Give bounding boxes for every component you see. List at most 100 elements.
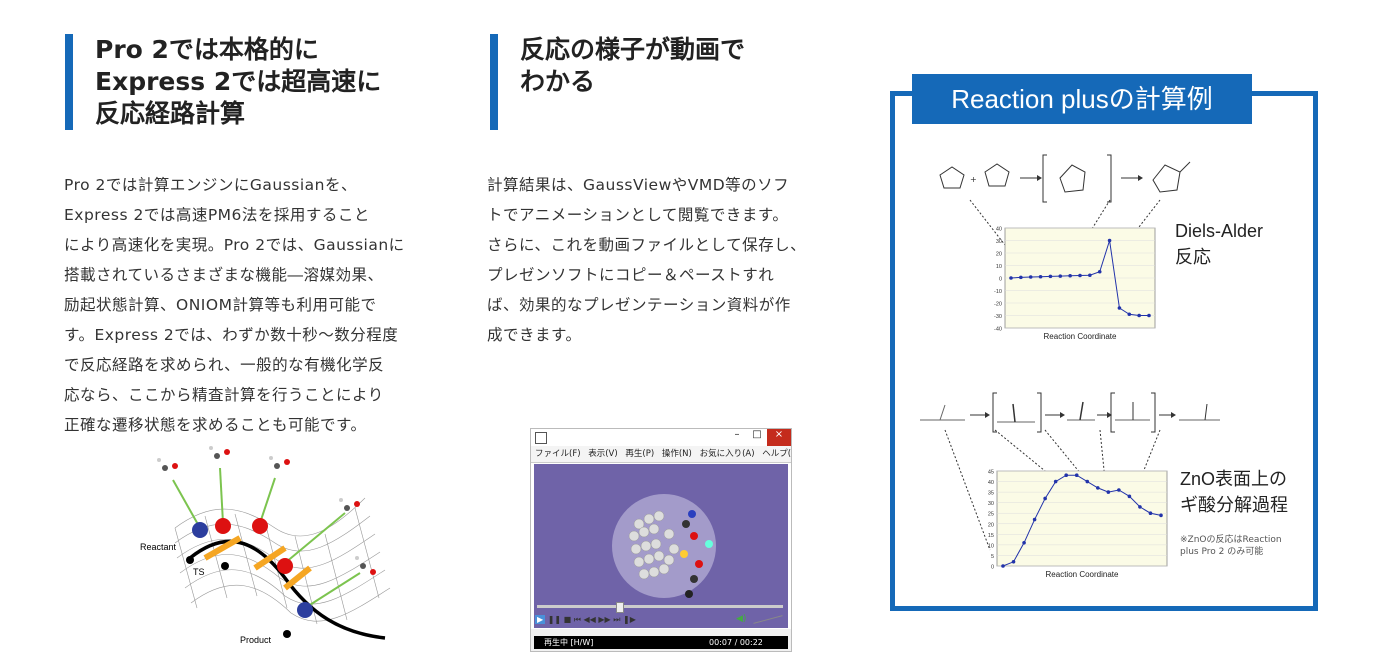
mapping-lines-1: [969, 199, 1161, 246]
zno-scheme: [920, 392, 1220, 433]
arrow: [203, 535, 242, 561]
section-heading-1: Pro 2では本格的に Express 2では超高速に 反応経路計算: [65, 34, 381, 130]
data-point: [1022, 540, 1026, 545]
data-point: [1127, 494, 1132, 499]
skip-back-button[interactable]: ⏮: [573, 615, 581, 624]
data-point: [1078, 273, 1082, 278]
availability-note: ※ZnOの反応はReaction plus Pro 2 のみ可能: [1180, 535, 1282, 557]
body-line: トでアニメーションとして閲覧できます。: [487, 206, 789, 224]
data-point: [1085, 479, 1090, 484]
body-line: 搭載されているさまざまな機能―溶媒効果、: [64, 266, 384, 284]
play-button[interactable]: ▶: [535, 615, 546, 624]
menu-help[interactable]: ヘルプ(H): [762, 449, 791, 459]
x-axis-label: Reaction Coordinate: [1046, 570, 1119, 579]
body-line: さらに、これを動画ファイルとして保存し、: [487, 236, 807, 254]
player-menubar: ファイル(F) 表示(V) 再生(P) 操作(N) お気に入り(A) ヘルプ(H…: [531, 446, 791, 463]
y-tick-label: 35: [988, 491, 994, 497]
molecule-node: [192, 522, 208, 538]
media-player-window: – □ × ファイル(F) 表示(V) 再生(P) 操作(N) お気に入り(A)…: [530, 428, 792, 652]
volume-icon[interactable]: ◀): [736, 614, 747, 624]
data-point: [1159, 513, 1163, 518]
example2-label: ZnO表面上の ギ酸分解過程: [1180, 469, 1288, 515]
data-point: [1127, 312, 1132, 317]
reactant-label: Reactant: [140, 542, 177, 552]
data-point: [1147, 313, 1151, 318]
energy-surface-figure: Reactant TS Product: [140, 446, 391, 645]
product-label: Product: [240, 635, 272, 645]
body-line: 応なら、ここから精査計算を行うことにより: [64, 386, 384, 404]
body-line: す。Express 2では、わずか数十秒～数分程度: [64, 326, 399, 344]
y-tick-label: 0: [999, 277, 1002, 283]
arrow: [253, 545, 287, 571]
section-body-1: Pro 2では計算エンジンにGaussianを、 Express 2では高速PM…: [64, 170, 464, 440]
minimize-button[interactable]: –: [734, 429, 740, 440]
y-tick-label: 10: [996, 264, 1002, 270]
data-point: [1028, 275, 1033, 279]
data-point: [1088, 273, 1092, 278]
body-line: 励起状態計算、ONIOM計算等も利用可能で: [64, 296, 377, 314]
y-tick-label: 45: [988, 470, 994, 476]
time-display: 00:07 / 00:22: [709, 638, 763, 647]
x-axis-label: Reaction Coordinate: [1044, 332, 1117, 341]
y-tick-label: 20: [996, 252, 1002, 258]
diels-alder-scheme: +: [939, 154, 1191, 203]
y-tick-label: -30: [994, 314, 1002, 320]
molecule-node: [252, 518, 268, 534]
pause-button[interactable]: ❚❚: [547, 615, 562, 624]
molecule-animation: [612, 494, 716, 598]
y-tick-label: 40: [988, 480, 994, 486]
forward-button[interactable]: ▶▶: [598, 615, 611, 624]
menu-file[interactable]: ファイル(F): [535, 449, 581, 459]
section-body-2: 計算結果は、GaussViewやVMD等のソフ トでアニメーションとして閲覧でき…: [487, 170, 867, 350]
panel-title: Reaction plusの計算例: [912, 74, 1252, 124]
section-heading-2: 反応の様子が動画で わかる: [490, 34, 745, 130]
y-tick-label: -10: [994, 289, 1002, 295]
data-point: [1011, 559, 1016, 564]
y-tick-label: 30: [988, 501, 994, 507]
y-tick-label: 15: [988, 533, 994, 539]
reaction-path: [188, 539, 386, 640]
step-button[interactable]: ❚▶: [622, 615, 636, 624]
menu-favorites[interactable]: お気に入り(A): [699, 449, 755, 459]
skip-forward-button[interactable]: ⏭: [613, 615, 621, 624]
data-point: [1032, 517, 1037, 522]
stop-button[interactable]: ■: [563, 615, 572, 624]
status-text: 再生中 [H/W]: [544, 638, 594, 647]
data-point: [1137, 313, 1141, 318]
body-line: により高速化を実現。Pro 2では、Gaussianに: [64, 236, 405, 254]
menu-play[interactable]: 再生(P): [625, 449, 655, 459]
rewind-button[interactable]: ◀◀: [583, 615, 596, 624]
close-button[interactable]: ×: [767, 429, 791, 446]
panel-top-left-line: [890, 91, 914, 96]
plot-area: [996, 470, 1168, 567]
y-tick-label: 40: [996, 227, 1002, 233]
body-line: 正確な遷移状態を求めることも可能です。: [64, 416, 367, 434]
y-tick-label: 30: [996, 239, 1002, 245]
data-point: [1068, 273, 1072, 278]
app-icon: [535, 432, 547, 444]
molecule-icons: [157, 446, 376, 575]
data-point: [1053, 479, 1058, 484]
y-tick-label: 25: [988, 512, 994, 518]
video-area[interactable]: [534, 464, 788, 628]
body-line: ば、効果的なプレゼンテーション資料が作: [487, 296, 791, 314]
data-point: [1009, 276, 1013, 280]
example1-label: Diels-Alder 反応: [1175, 221, 1264, 267]
data-point: [1001, 564, 1005, 568]
maximize-button[interactable]: □: [752, 429, 762, 440]
data-point: [1138, 505, 1142, 509]
body-line: Pro 2では計算エンジンにGaussianを、: [64, 176, 357, 194]
menu-control[interactable]: 操作(N): [661, 449, 692, 459]
data-point: [1096, 486, 1100, 490]
data-point: [1148, 511, 1153, 516]
seek-handle[interactable]: [616, 602, 624, 613]
data-point: [1106, 490, 1111, 494]
body-line: Express 2では高速PM6法を採用すること: [64, 206, 370, 224]
data-point: [1043, 496, 1047, 501]
y-tick-label: -20: [994, 302, 1002, 308]
seek-bar[interactable]: [537, 605, 783, 608]
menu-view[interactable]: 表示(V): [588, 449, 618, 459]
svg-text:+: +: [970, 175, 977, 184]
data-point: [1107, 238, 1112, 243]
